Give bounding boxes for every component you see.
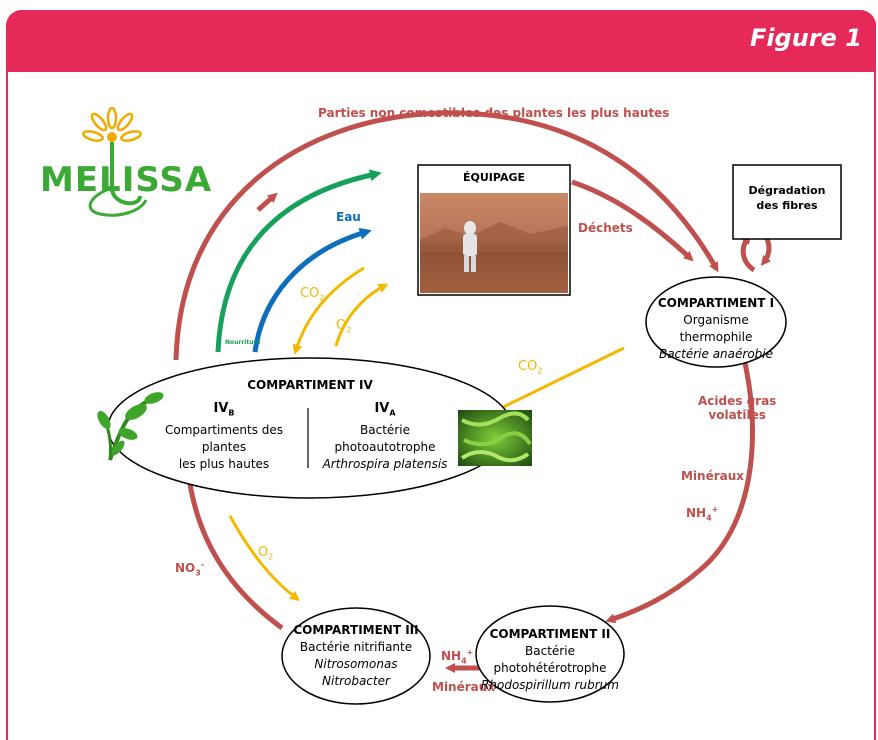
comp1-text: COMPARTIMENT I Organisme thermophile Bac… bbox=[646, 295, 786, 363]
comp1-ellipse bbox=[645, 276, 787, 368]
label-minerals-right: Minéraux bbox=[681, 469, 745, 483]
plant-icon bbox=[97, 392, 164, 461]
comp4-a-text: IVA Bactérie photoautotrophe Arthrospira… bbox=[312, 400, 458, 473]
arrow-no3 bbox=[183, 465, 284, 631]
comp3-ellipse bbox=[281, 607, 431, 705]
label-inedible-parts: Parties non comestibles des plantes les … bbox=[318, 106, 670, 120]
comp2-title: COMPARTIMENT II bbox=[489, 627, 611, 641]
comp4-a-label: IV bbox=[374, 401, 390, 416]
o2-text: O bbox=[258, 545, 269, 560]
label-water: Eau bbox=[336, 210, 361, 224]
arrow-inedible-parts bbox=[173, 110, 719, 361]
comp3-line1: Bactérie nitrifiante bbox=[299, 640, 413, 654]
fiber-line2: des fibres bbox=[756, 199, 818, 212]
label-no3: NO3- bbox=[175, 560, 205, 578]
arrow-inedible-tick bbox=[256, 192, 278, 212]
comp4-title-wrap: COMPARTIMENT IV bbox=[226, 377, 394, 394]
acids-line2: volatiles bbox=[708, 408, 766, 422]
comp3-line2: Nitrosomonas bbox=[314, 657, 398, 671]
comp1-title: COMPARTIMENT I bbox=[657, 296, 775, 310]
label-waste: Déchets bbox=[578, 221, 633, 235]
melissa-logo-text: MELISSA bbox=[40, 160, 213, 200]
comp2-line2: Rhodospirillum rubrum bbox=[481, 678, 619, 692]
spirulina-photo bbox=[458, 410, 532, 466]
comp2-text: COMPARTIMENT II Bactérie photohétérotrop… bbox=[474, 626, 626, 694]
acids-line1: Acides gras bbox=[698, 394, 777, 408]
arrow-food bbox=[215, 169, 382, 353]
fiber-line1: Dégradation bbox=[748, 184, 826, 197]
melissa-flower-icon bbox=[82, 106, 148, 217]
arrow-water bbox=[252, 227, 372, 353]
comp4-a-line1: Bactérie photoautotrophe bbox=[334, 422, 436, 454]
label-minerals-bottom: Minéraux bbox=[432, 680, 496, 694]
comp4-b-line1: Compartiments des plantes bbox=[164, 422, 284, 454]
figure-header: Figure 1 bbox=[6, 10, 876, 72]
fiber-cycle-arrow-2 bbox=[740, 234, 756, 273]
label-nh4-right: NH4+ bbox=[686, 505, 719, 523]
arrow-acids bbox=[605, 349, 755, 624]
co2-text: CO bbox=[300, 286, 320, 301]
label-co2-comp1: CO2 bbox=[518, 359, 543, 376]
nh4-text: NH bbox=[686, 506, 707, 520]
comp1-line2: Bactérie anaérobie bbox=[658, 347, 774, 361]
fiber-box-text: Dégradation des fibres bbox=[733, 183, 841, 213]
comp3-line3: Nitrobacter bbox=[322, 674, 390, 688]
comp4-b-sub: B bbox=[228, 408, 235, 418]
arrow-waste bbox=[571, 179, 694, 262]
comp1-line1: Organisme thermophile bbox=[679, 313, 753, 344]
label-o2-crew: O2 bbox=[336, 318, 352, 335]
comp4-b-text: IVB Compartiments des plantes les plus h… bbox=[142, 400, 306, 473]
comp4-a-line2: Arthrospira platensis bbox=[322, 456, 448, 471]
o2-text: O bbox=[336, 318, 347, 333]
nh4-text: NH bbox=[441, 649, 462, 663]
arrow-co2-crew bbox=[292, 266, 365, 355]
arrow-o2-lower bbox=[228, 515, 300, 602]
comp4-a-sub: A bbox=[389, 408, 396, 418]
label-nh4-bottom: NH4+ bbox=[441, 648, 474, 666]
label-o2-lower: O2 bbox=[258, 545, 274, 562]
comp4-title: COMPARTIMENT IV bbox=[247, 378, 373, 392]
co2-text: CO bbox=[518, 359, 538, 374]
no3-text: NO bbox=[175, 561, 196, 575]
comp2-line1: Bactérie photohétérotrophe bbox=[493, 644, 607, 675]
arrow-o2-crew bbox=[334, 283, 389, 347]
comp4-b-label: IV bbox=[213, 401, 229, 416]
astronaut-photo bbox=[420, 193, 568, 293]
comp2-ellipse bbox=[475, 605, 625, 703]
comp4-b-line2: les plus hautes bbox=[178, 456, 270, 471]
comp3-text: COMPARTIMENT III Bactérie nitrifiante Ni… bbox=[282, 622, 430, 690]
crew-title: ÉQUIPAGE bbox=[463, 171, 525, 184]
fiber-box bbox=[732, 164, 842, 240]
figure-title: Figure 1 bbox=[749, 24, 862, 52]
comp3-title: COMPARTIMENT III bbox=[293, 623, 419, 637]
label-acids: Acides gras volatiles bbox=[698, 394, 776, 422]
label-food: Nourriture bbox=[225, 339, 261, 346]
label-co2-crew: CO2 bbox=[300, 286, 325, 303]
